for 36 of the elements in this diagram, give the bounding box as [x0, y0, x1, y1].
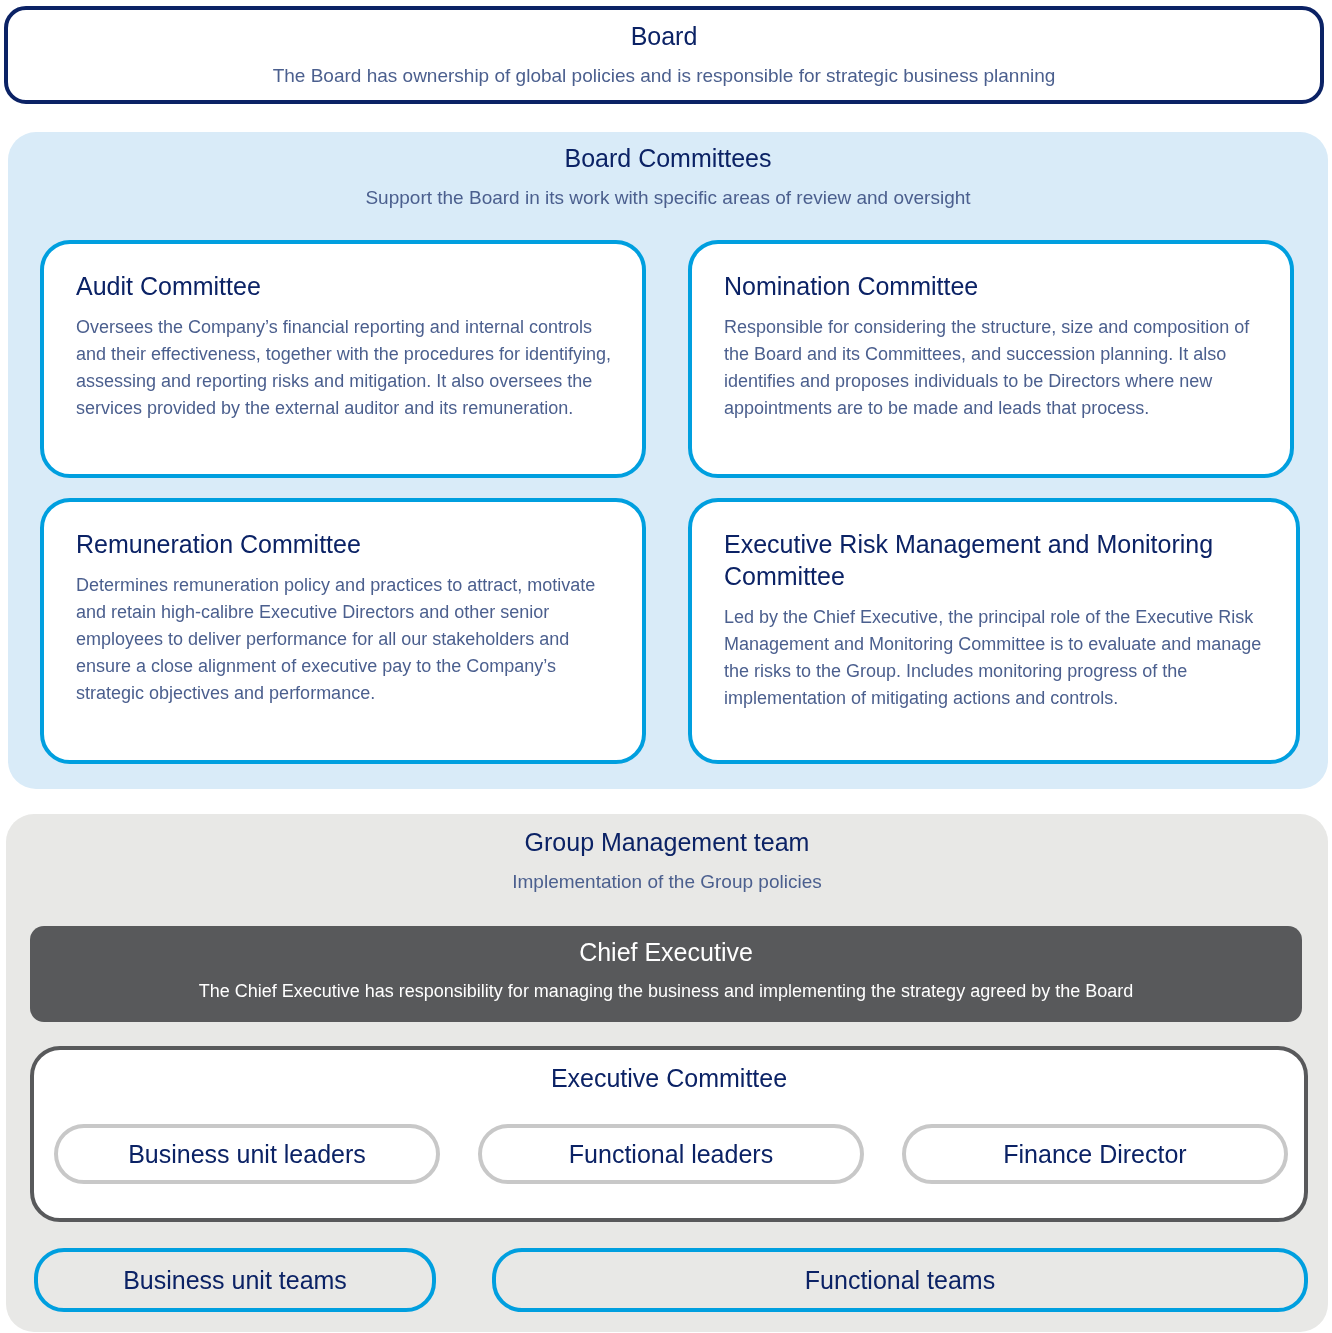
heading: Chief Executive	[578, 938, 754, 967]
role-pill	[478, 1124, 864, 1184]
role-pill	[902, 1124, 1288, 1184]
management-panel	[6, 814, 1328, 1332]
heading: Remuneration Committee	[76, 529, 362, 560]
committee-card	[688, 498, 1300, 764]
role-pill	[54, 1124, 440, 1184]
heading: Business unit leaders	[128, 1139, 366, 1169]
executive-committee-box	[30, 1046, 1308, 1222]
heading: Finance Director	[1003, 1139, 1187, 1169]
team-pill	[492, 1248, 1308, 1312]
description: Determines remuneration policy and practices to attract, motivate and retain high-calibre Executive Directors and other senior employees to deliver performance for all our stakeholders and ensure a close alignment of executive pay to the Company’s strategic objectives and performance.	[76, 574, 597, 705]
committee-card	[688, 240, 1294, 478]
heading: Business unit teams	[123, 1265, 347, 1295]
heading: Nomination Committee	[724, 271, 980, 302]
heading: Executive Risk Management and Monitoring Committee	[724, 529, 1215, 592]
heading: Group Management team	[523, 828, 811, 857]
committee-card	[40, 498, 646, 764]
heading: Board	[629, 22, 699, 51]
heading: Board Committees	[563, 144, 773, 173]
committees-panel	[8, 132, 1328, 789]
heading: Executive Committee	[549, 1064, 789, 1093]
heading: Functional teams	[804, 1265, 996, 1295]
description: The Board has ownership of global policies and is responsible for strategic business planning	[271, 65, 1057, 87]
description: The Chief Executive has responsibility for managing the business and implementing the strategy agreed by the Board	[197, 981, 1135, 1002]
description: Implementation of the Group policies	[511, 871, 823, 893]
heading: Audit Committee	[76, 271, 262, 302]
committee-card	[40, 240, 646, 478]
board-box	[4, 6, 1324, 104]
description: Responsible for considering the structure, size and composition of the Board and its Committees, and succession planning. It also identifies and proposes individuals to be Directors where new appointments are to be made and leads that process.	[724, 316, 1251, 420]
description: Support the Board in its work with specific areas of review and oversight	[364, 187, 972, 209]
chief-executive-box	[30, 926, 1302, 1022]
description: Led by the Chief Executive, the principal role of the Executive Risk Management and Monitoring Committee is to evaluate and manage the risks to the Group. Includes monitoring progress of the implementation of mitigating actions and controls.	[724, 606, 1263, 710]
team-pill	[34, 1248, 436, 1312]
description: Oversees the Company’s financial reporting and internal controls and their effectiveness, together with the procedures for identifying, assessing and reporting risks and mitigation. It also oversees the services provided by the external auditor and its remuneration.	[76, 316, 612, 420]
heading: Functional leaders	[568, 1139, 774, 1169]
